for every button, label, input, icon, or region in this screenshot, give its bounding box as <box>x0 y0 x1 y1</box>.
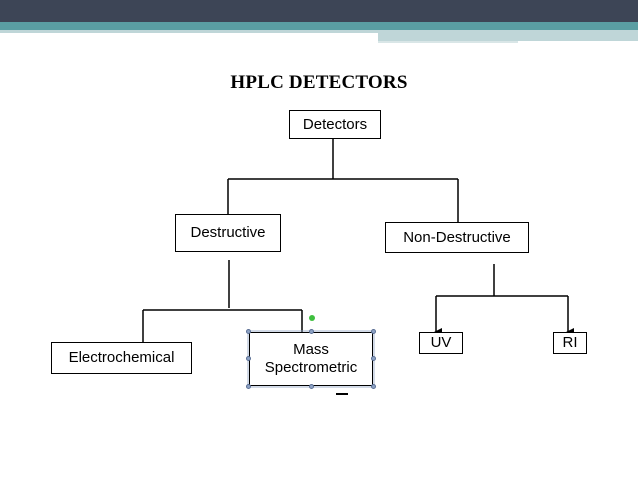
node-destructive-label: Destructive <box>190 224 266 241</box>
resize-handle-top-left[interactable] <box>246 329 251 334</box>
resize-handle-middle-left[interactable] <box>246 356 251 361</box>
rotate-handle[interactable] <box>309 315 315 321</box>
resize-handle-top-center[interactable] <box>309 329 314 334</box>
node-destructive[interactable]: Destructive <box>175 214 281 252</box>
resize-handle-bottom-right[interactable] <box>371 384 376 389</box>
node-non-destructive-label: Non-Destructive <box>403 228 511 246</box>
node-mass-label-line1: Mass <box>293 341 329 358</box>
node-uv-label: UV <box>430 334 452 351</box>
node-ri-label: RI <box>562 334 578 351</box>
node-mass-spectrometric[interactable]: Mass Spectrometric <box>249 332 373 386</box>
text-cursor-mark <box>336 393 348 395</box>
node-detectors-label: Detectors <box>302 115 368 133</box>
header-band <box>0 0 638 43</box>
resize-handle-middle-right[interactable] <box>371 356 376 361</box>
node-electrochemical[interactable]: Electrochemical <box>51 342 192 374</box>
node-ri[interactable]: RI <box>553 332 587 354</box>
slide-title: HPLC DETECTORS <box>230 72 408 93</box>
node-uv[interactable]: UV <box>419 332 463 354</box>
node-non-destructive[interactable]: Non-Destructive <box>385 222 529 253</box>
resize-handle-bottom-center[interactable] <box>309 384 314 389</box>
resize-handle-top-right[interactable] <box>371 329 376 334</box>
resize-handle-bottom-left[interactable] <box>246 384 251 389</box>
node-detectors[interactable]: Detectors <box>289 110 381 139</box>
node-mass-label-line2: Spectrometric <box>264 359 358 376</box>
node-electrochemical-label: Electrochemical <box>68 349 175 366</box>
